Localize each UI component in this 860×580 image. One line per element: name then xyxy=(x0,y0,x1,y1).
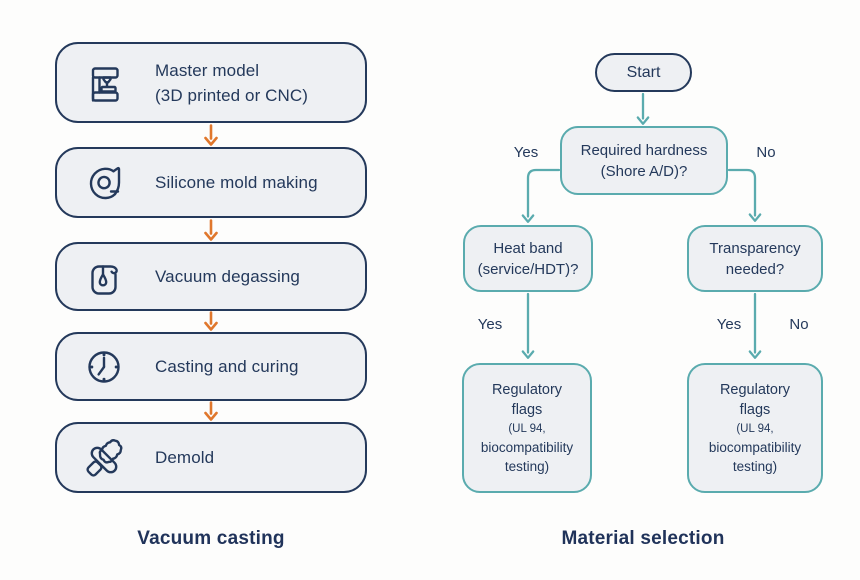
result-regulatory-flags-right: Regulatory flags (UL 94, biocompatibilit… xyxy=(687,363,823,493)
decision-label-line: needed? xyxy=(725,260,785,278)
step-label-line: Silicone mold making xyxy=(155,173,318,192)
printer-icon xyxy=(91,66,119,102)
branch-label-yes: Yes xyxy=(716,316,742,333)
start-node: Start xyxy=(595,53,692,92)
step-master-model: Master model (3D printed or CNC) xyxy=(55,42,367,123)
right-flow-title: Material selection xyxy=(561,528,725,549)
decision-label-line: Transparency xyxy=(709,239,801,257)
clock-icon xyxy=(88,350,120,383)
step-silicone-mold: Silicone mold making xyxy=(55,147,367,218)
demold-icon xyxy=(86,438,123,477)
result-label-line: testing) xyxy=(732,459,778,474)
decision-required-hardness: Required hardness (Shore A/D)? xyxy=(560,126,728,195)
result-label-line: flags xyxy=(511,402,543,418)
step-label-line: Vacuum degassing xyxy=(155,267,300,286)
result-label-line: (UL 94, xyxy=(508,423,546,435)
result-label-line: Regulatory xyxy=(719,382,791,398)
vacuum-jar-icon xyxy=(91,264,118,295)
step-casting-curing: Casting and curing xyxy=(55,332,367,401)
result-regulatory-flags-left: Regulatory flags (UL 94, biocompatibilit… xyxy=(462,363,592,493)
decision-label-line: Required hardness xyxy=(580,141,708,159)
decision-heat-band: Heat band (service/HDT)? xyxy=(463,225,593,292)
step-label: Vacuum degassing xyxy=(155,264,300,289)
result-label-line: biocompatibility xyxy=(708,440,802,455)
step-label: Demold xyxy=(155,445,214,470)
branch-label-yes: Yes xyxy=(513,144,539,161)
silicone-mold-icon xyxy=(89,166,121,199)
step-label: Casting and curing xyxy=(155,354,299,379)
result-label-line: biocompatibility xyxy=(480,440,574,455)
decision-label-line: (Shore A/D)? xyxy=(600,162,688,180)
branch-label-no: No xyxy=(756,144,776,161)
decision-transparency: Transparency needed? xyxy=(687,225,823,292)
decision-label-line: Heat band xyxy=(493,239,563,257)
decision-label-line: (service/HDT)? xyxy=(477,260,579,278)
result-label-line: flags xyxy=(739,402,771,418)
step-label-line: (3D printed or CNC) xyxy=(155,85,309,105)
step-demold: Demold xyxy=(55,422,367,493)
branch-label-no: No xyxy=(789,316,809,333)
step-label: Silicone mold making xyxy=(155,170,318,195)
step-label: Master model (3D printed or CNC) xyxy=(155,58,308,108)
step-label-line: Master model xyxy=(155,60,260,80)
left-flow-title: Vacuum casting xyxy=(137,528,285,549)
branch-label-yes: Yes xyxy=(477,316,503,333)
result-label-line: (UL 94, xyxy=(736,423,774,435)
step-label-line: Casting and curing xyxy=(155,357,299,376)
step-vacuum-degassing: Vacuum degassing xyxy=(55,242,367,311)
result-label-line: Regulatory xyxy=(491,382,563,398)
step-label-line: Demold xyxy=(155,448,215,467)
result-label-line: testing) xyxy=(504,459,550,474)
